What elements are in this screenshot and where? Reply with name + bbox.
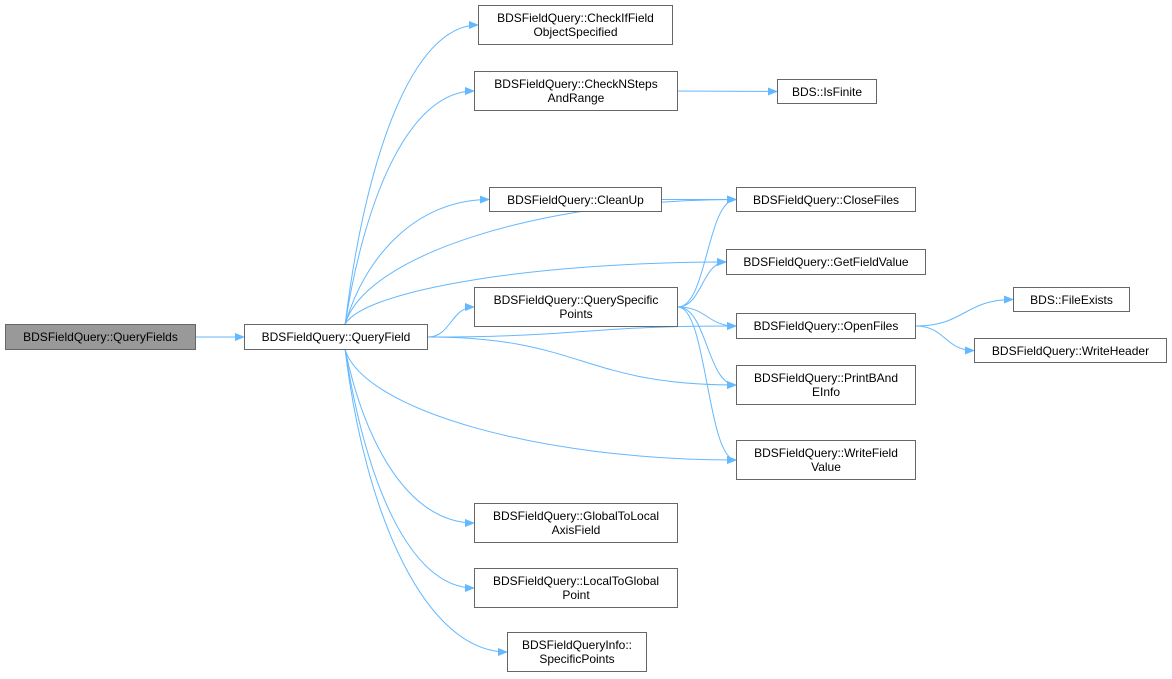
edge-openfiles-to-writeheader	[915, 325, 975, 355]
edge-queryfield-to-openfiles	[427, 322, 737, 338]
node-label: BDSFieldQuery::CheckNSteps	[494, 77, 658, 91]
node-openfiles[interactable]: BDSFieldQuery::OpenFiles	[736, 313, 916, 339]
edge-queryspecific-to-closefiles	[677, 195, 737, 308]
node-label: BDSFieldQuery::QueryFields	[23, 330, 178, 344]
edge-queryfield-to-queryspecific	[427, 303, 475, 338]
edge-queryfield-to-writefield	[344, 349, 737, 464]
edge-queryfield-to-checkif	[344, 21, 479, 325]
node-label: Point	[562, 588, 590, 602]
node-cleanup[interactable]: BDSFieldQuery::CleanUp	[489, 187, 662, 212]
node-label: BDS::FileExists	[1030, 292, 1113, 307]
node-writeheader[interactable]: BDSFieldQuery::WriteHeader	[974, 338, 1167, 363]
node-label: BDSFieldQuery::PrintBAnd	[753, 371, 899, 385]
node-label: BDSFieldQueryInfo::	[521, 638, 633, 652]
node-label: BDS::IsFinite	[791, 84, 863, 99]
node-label: BDSFieldQuery::GetFieldValue	[743, 255, 909, 269]
node-label: BDSFieldQuery::WriteHeader	[991, 343, 1150, 358]
edge-openfiles-to-fileexists	[915, 295, 1014, 327]
node-fileexists[interactable]: BDS::FileExists	[1013, 287, 1130, 312]
node-label: Value	[811, 460, 841, 474]
node-label: ObjectSpecified	[533, 25, 618, 39]
node-queryfield[interactable]: BDSFieldQuery::QueryField	[244, 324, 428, 350]
node-label: BDSFieldQuery::GlobalToLocal	[492, 509, 660, 523]
edge-checknsteps-to-isfinite	[677, 87, 778, 96]
edge-queryfield-to-getfieldvalue	[344, 258, 727, 325]
node-label: Points	[559, 307, 593, 321]
node-label: BDSFieldQuery::CheckIfField	[497, 11, 654, 25]
node-label: BDSFieldQuery::WriteField	[754, 446, 898, 460]
edge-queryspecific-to-writefield	[677, 306, 737, 464]
edge-queryfield-to-specificpoints	[344, 349, 508, 656]
node-getfieldvalue[interactable]: BDSFieldQuery::GetFieldValue	[726, 249, 926, 275]
node-label: AxisField	[551, 523, 601, 537]
node-label: BDSFieldQuery::CloseFiles	[752, 192, 900, 207]
edge-queryspecific-to-getfieldvalue	[677, 258, 727, 308]
node-label: AndRange	[547, 91, 605, 105]
edge-queryfield-to-printband	[427, 336, 737, 389]
edge-queryfield-to-cleanup	[344, 195, 490, 325]
node-label: BDSFieldQuery::QuerySpecific	[493, 293, 659, 307]
node-label: SpecificPoints	[539, 652, 615, 666]
node-label: BDSFieldQuery::OpenFiles	[753, 319, 899, 333]
node-label: EInfo	[811, 385, 841, 399]
edge-queryfield-to-checknsteps	[344, 87, 475, 325]
edge-queryspecific-to-printband	[677, 306, 737, 389]
node-specificpoints[interactable]: BDSFieldQueryInfo::SpecificPoints	[507, 632, 647, 672]
node-queryfields: BDSFieldQuery::QueryFields	[5, 324, 196, 350]
node-isfinite[interactable]: BDS::IsFinite	[777, 79, 877, 104]
node-label: BDSFieldQuery::QueryField	[261, 330, 411, 344]
node-label: BDSFieldQuery::LocalToGlobal	[492, 574, 660, 588]
edge-queryfield-to-localtoglobal	[344, 349, 475, 592]
node-label: BDSFieldQuery::CleanUp	[507, 192, 644, 207]
node-closefiles[interactable]: BDSFieldQuery::CloseFiles	[736, 187, 916, 212]
edge-queryfield-to-globaltolocal	[344, 349, 475, 527]
